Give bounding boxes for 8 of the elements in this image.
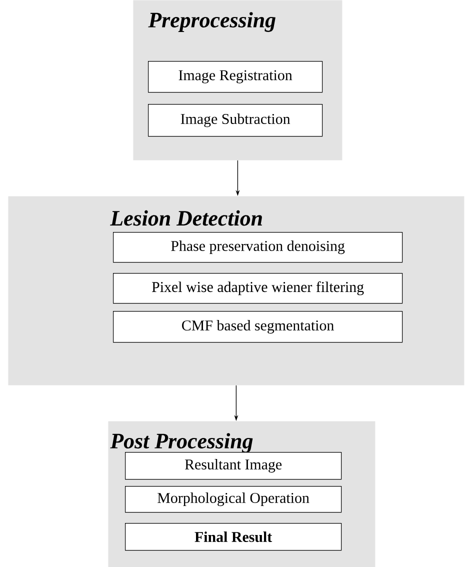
process-box: Image Registration xyxy=(148,61,323,93)
process-box: Pixel wise adaptive wiener filtering xyxy=(113,273,403,304)
process-box: CMF based segmentation xyxy=(113,311,403,343)
process-box: Morphological Operation xyxy=(125,486,342,513)
process-box: Phase preservation denoising xyxy=(113,232,403,263)
process-box: Resultant Image xyxy=(125,452,342,480)
process-box: Final Result xyxy=(125,523,342,551)
process-box: Image Subtraction xyxy=(148,104,323,137)
